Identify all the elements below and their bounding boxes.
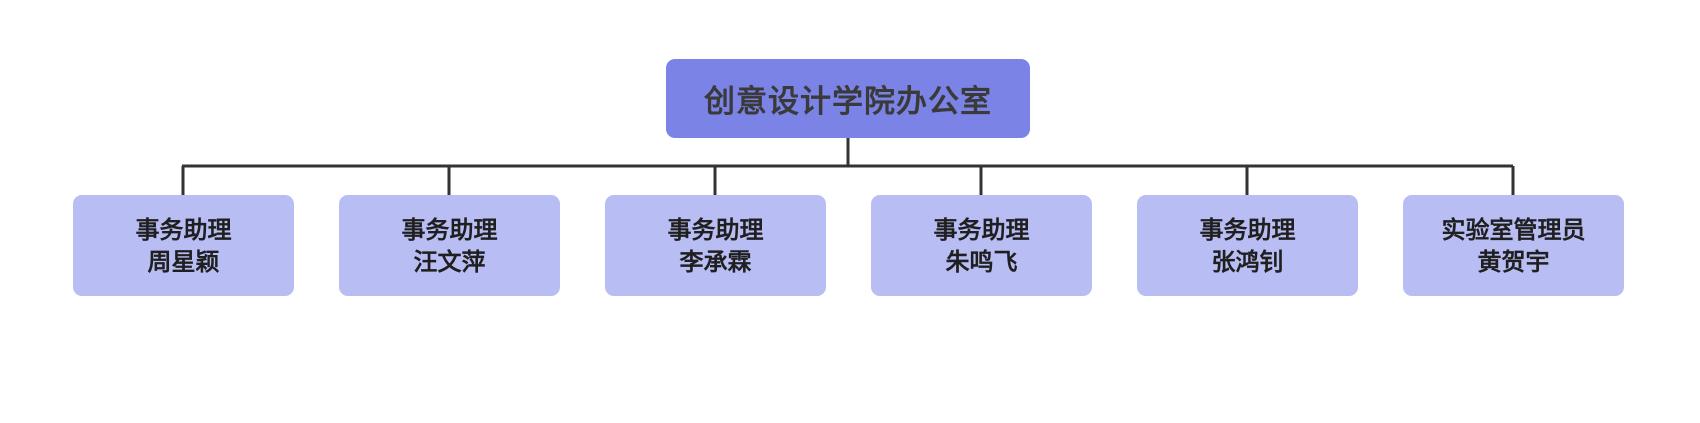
child-node-1-name: 周星颖 (147, 247, 220, 276)
child-node-1: 事务助理 周星颖 (73, 195, 294, 296)
child-node-4-name: 朱鸣飞 (945, 247, 1018, 276)
child-node-2-role: 事务助理 (401, 215, 498, 244)
child-node-1-role: 事务助理 (135, 215, 232, 244)
child-node-3-name: 李承霖 (679, 247, 752, 276)
child-node-6-name: 黄贺宇 (1477, 247, 1550, 276)
child-node-6: 实验室管理员 黄贺宇 (1403, 195, 1624, 296)
root-node-title: 创意设计学院办公室 (704, 84, 992, 120)
child-node-6-role: 实验室管理员 (1441, 215, 1586, 244)
child-node-4: 事务助理 朱鸣飞 (871, 195, 1092, 296)
child-node-2: 事务助理 汪文萍 (339, 195, 560, 296)
child-node-2-name: 汪文萍 (413, 247, 486, 276)
child-node-5-role: 事务助理 (1199, 215, 1296, 244)
child-node-5-name: 张鸿钊 (1211, 247, 1284, 276)
child-node-3-role: 事务助理 (667, 215, 764, 244)
child-node-3: 事务助理 李承霖 (605, 195, 826, 296)
child-node-4-role: 事务助理 (933, 215, 1030, 244)
root-node-office: 创意设计学院办公室 (666, 59, 1030, 138)
child-node-5: 事务助理 张鸿钊 (1137, 195, 1358, 296)
